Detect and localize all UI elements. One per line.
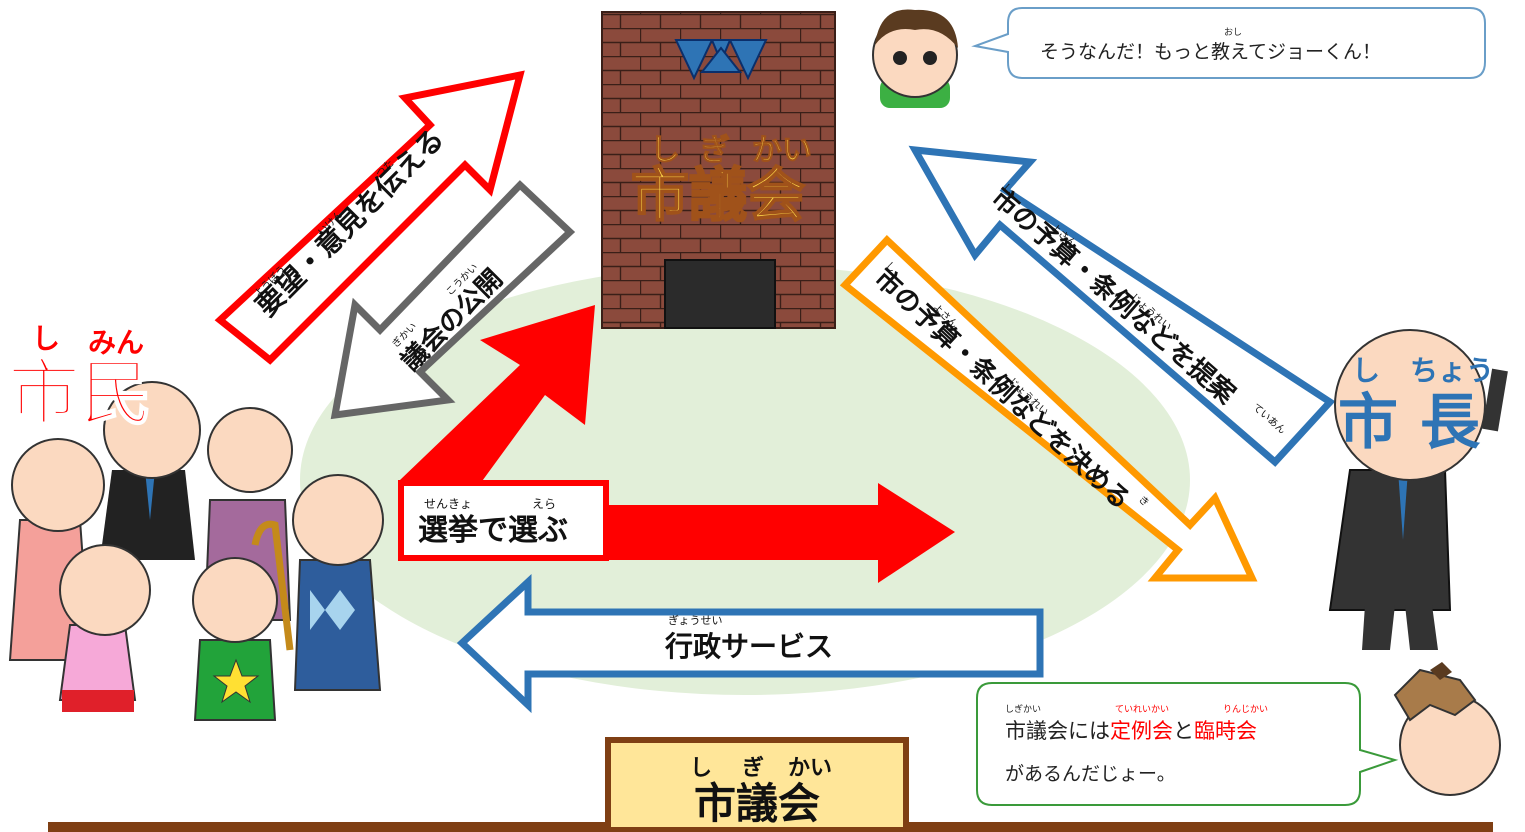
election-arrow-up xyxy=(400,305,595,525)
footer-furigana-shi: し xyxy=(690,756,712,781)
mayor-label-cho: 長 xyxy=(1420,388,1481,458)
request-furigana-youbou: ようぼう xyxy=(252,263,289,300)
mayor-furigana-shi: し xyxy=(1352,354,1380,387)
mayor-label-shi: 市 xyxy=(1338,388,1398,458)
council-title: 市議会 xyxy=(631,161,805,229)
election-label: 選挙で選ぶ xyxy=(418,513,568,548)
council-door xyxy=(664,259,776,329)
bottom-speech-and: と xyxy=(1173,719,1194,743)
admin-service-label: 行政サービス xyxy=(664,630,833,663)
council-furigana: し ぎ かい xyxy=(650,133,813,169)
footer-furigana-gi: ぎ xyxy=(742,755,764,781)
propose-furigana-teian: ていあん xyxy=(1250,401,1288,436)
boy-avatar-icon xyxy=(872,9,958,108)
footer-title-box xyxy=(605,737,909,832)
election-label-box xyxy=(398,480,609,561)
council-furigana-shi: し xyxy=(650,133,680,168)
bottom-furigana-extra: りんじかい xyxy=(1223,704,1268,715)
top-speech-furigana: おし xyxy=(1224,27,1242,38)
election-furigana-era: えら xyxy=(532,497,556,511)
bottom-speech-line2: があるんだじょー。 xyxy=(1005,763,1176,785)
propose-furigana-yosan: よさん xyxy=(1048,221,1079,250)
bottom-speech-regular: 定例会 xyxy=(1110,719,1173,743)
disclosure-arrow xyxy=(330,180,576,420)
decide-furigana-ki: き xyxy=(1136,493,1151,509)
citizens-label: 市民 xyxy=(8,351,152,435)
disclosure-furigana-koukai: こうかい xyxy=(444,261,481,298)
disclosure-furigana-gikai: ぎかい xyxy=(389,320,419,350)
request-arrow xyxy=(214,70,525,365)
propose-furigana-shi: し xyxy=(1000,181,1015,197)
bottom-speech-extra: 臨時会 xyxy=(1194,719,1257,743)
propose-furigana-jourei: じょうれい xyxy=(1128,291,1174,333)
citizens-furigana-shi: し xyxy=(32,322,60,355)
bottom-speech-bubble xyxy=(976,682,1399,806)
council-emblem-icon xyxy=(674,39,768,81)
admin-service-arrow xyxy=(456,573,1044,714)
joe-character-icon xyxy=(1393,662,1501,796)
decide-furigana-jourei: じょうれい xyxy=(1006,375,1051,418)
decide-furigana-shi: し xyxy=(883,259,898,275)
top-speech-text: そうなんだ！もっと教えてジョーくん！ xyxy=(1040,41,1381,63)
top-speech-bubble xyxy=(971,7,1486,79)
bottom-speech-prefix: 市議会には xyxy=(1005,719,1110,743)
mayor-figure xyxy=(1328,329,1508,650)
request-furigana-iken: いけん xyxy=(316,208,346,238)
council-furigana-gi: ぎ xyxy=(700,133,730,168)
mayor-furigana-cho: ちょう xyxy=(1410,354,1494,387)
election-furigana-senkyo: せんきょ xyxy=(424,497,472,511)
citizens-group xyxy=(8,381,384,721)
decide-furigana-yosan: よさん xyxy=(930,301,960,330)
footer-title: 市議会 xyxy=(694,779,820,828)
council-furigana-kai: かい xyxy=(752,133,812,168)
propose-arrow xyxy=(908,145,1336,467)
bottom-furigana-council: しぎかい xyxy=(1005,703,1041,715)
admin-service-furigana: ぎょうせい xyxy=(668,613,722,627)
bottom-speech-line1: 市議会には定例会と臨時会 xyxy=(1005,719,1257,743)
footer-furigana-kai: かい xyxy=(788,756,832,781)
citizens-furigana-min: みん xyxy=(88,326,144,359)
decide-arrow xyxy=(839,235,1258,582)
bottom-furigana-regular: ていれいかい xyxy=(1115,704,1169,715)
request-furigana-tsuta: つた xyxy=(374,157,397,180)
